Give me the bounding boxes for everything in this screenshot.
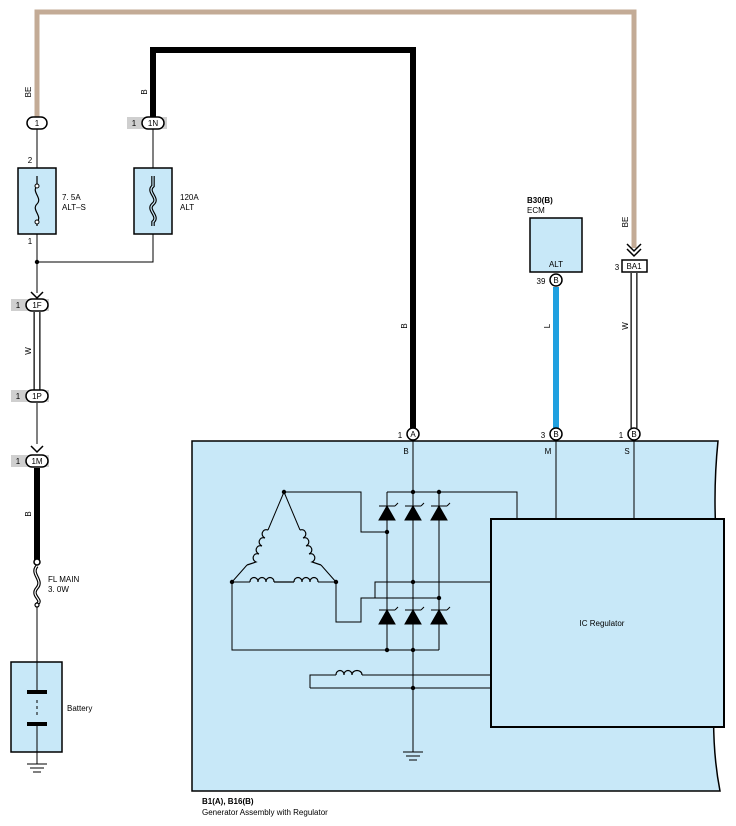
svg-text:120A: 120A [180, 193, 199, 202]
svg-text:3. 0W: 3. 0W [48, 585, 69, 594]
connector-ba1: 3 BA1 [615, 243, 648, 273]
svg-text:1: 1 [28, 237, 33, 246]
connector-1m: 1 1M [11, 445, 49, 468]
svg-text:FL MAIN: FL MAIN [48, 575, 79, 584]
svg-text:1: 1 [16, 457, 21, 466]
connector-1f: 1 1F [11, 291, 49, 312]
svg-text:A: A [410, 430, 416, 439]
svg-text:B30(B): B30(B) [527, 196, 553, 205]
svg-text:2: 2 [28, 156, 33, 165]
svg-text:M: M [545, 447, 552, 456]
fuse-alt: 120A ALT [133, 167, 199, 235]
svg-text:BA1: BA1 [626, 262, 642, 271]
wire-label-w-left: W [24, 347, 33, 355]
wire-label-b-mid: B [400, 323, 409, 328]
wire-label-l: L [543, 323, 552, 328]
fusible-link-fl-main: FL MAIN 3. 0W [33, 558, 79, 608]
stator-coil-right [299, 529, 322, 566]
ic-regulator-label: IC Regulator [580, 619, 625, 628]
ic-regulator-box [490, 518, 725, 728]
rectifier-diodes-lower [378, 606, 451, 625]
connector-1: 1 [26, 116, 48, 130]
svg-text:1P: 1P [32, 392, 42, 401]
svg-text:1: 1 [16, 392, 21, 401]
svg-text:1: 1 [398, 431, 403, 440]
fuse-alt-s: 2 1 7. 5A ALT–S [17, 156, 86, 246]
wire-b-main [150, 47, 416, 428]
stator-coil-left [246, 529, 269, 566]
wire-thin [36, 234, 154, 263]
generator-code: B1(A), B16(B) [202, 797, 254, 806]
svg-text:39: 39 [537, 277, 546, 286]
svg-text:ALT: ALT [180, 203, 194, 212]
svg-text:B: B [631, 430, 636, 439]
svg-text:1: 1 [132, 119, 137, 128]
svg-text:3: 3 [615, 263, 620, 272]
svg-text:ECM: ECM [527, 206, 545, 215]
generator-name: Generator Assembly with Regulator [202, 808, 328, 817]
wire-label-b-left: B [24, 511, 33, 516]
stator-coil-bottom [249, 576, 319, 583]
svg-text:B: B [403, 447, 408, 456]
junction-dot [34, 259, 40, 265]
generator-terminal-m: 3 B M [541, 427, 563, 456]
svg-text:1M: 1M [31, 457, 42, 466]
svg-text:B: B [553, 276, 558, 285]
svg-text:1: 1 [35, 119, 40, 128]
svg-text:B: B [553, 430, 558, 439]
svg-text:7. 5A: 7. 5A [62, 193, 81, 202]
svg-text:1: 1 [16, 301, 21, 310]
battery-label: Battery [67, 704, 92, 713]
wire-label-be-right: BE [621, 217, 630, 228]
wire-label-be-top: BE [24, 87, 33, 98]
svg-text:S: S [624, 447, 629, 456]
svg-text:1F: 1F [32, 301, 41, 310]
junction-dots [229, 489, 442, 691]
svg-text:3: 3 [541, 431, 546, 440]
ecm-module: B30(B) ECM ALT 39 B [527, 196, 583, 287]
svg-text:ALT–S: ALT–S [62, 203, 86, 212]
rotor-coil [335, 669, 363, 676]
svg-text:ALT: ALT [549, 260, 563, 269]
svg-text:1N: 1N [148, 119, 158, 128]
wire-label-b-top: B [140, 89, 149, 94]
wire-label-w-right: W [621, 322, 630, 330]
rectifier-diodes-upper [378, 502, 451, 521]
battery: Battery [10, 661, 92, 753]
wire-be [34, 9, 637, 248]
ground-symbol-generator [403, 751, 423, 761]
connector-1n: 1 1N [127, 116, 167, 130]
svg-text:1: 1 [619, 431, 624, 440]
ground-symbol-battery [27, 763, 47, 773]
generator-terminal-b: 1 A B [398, 427, 420, 456]
connector-1p: 1 1P [11, 389, 49, 403]
